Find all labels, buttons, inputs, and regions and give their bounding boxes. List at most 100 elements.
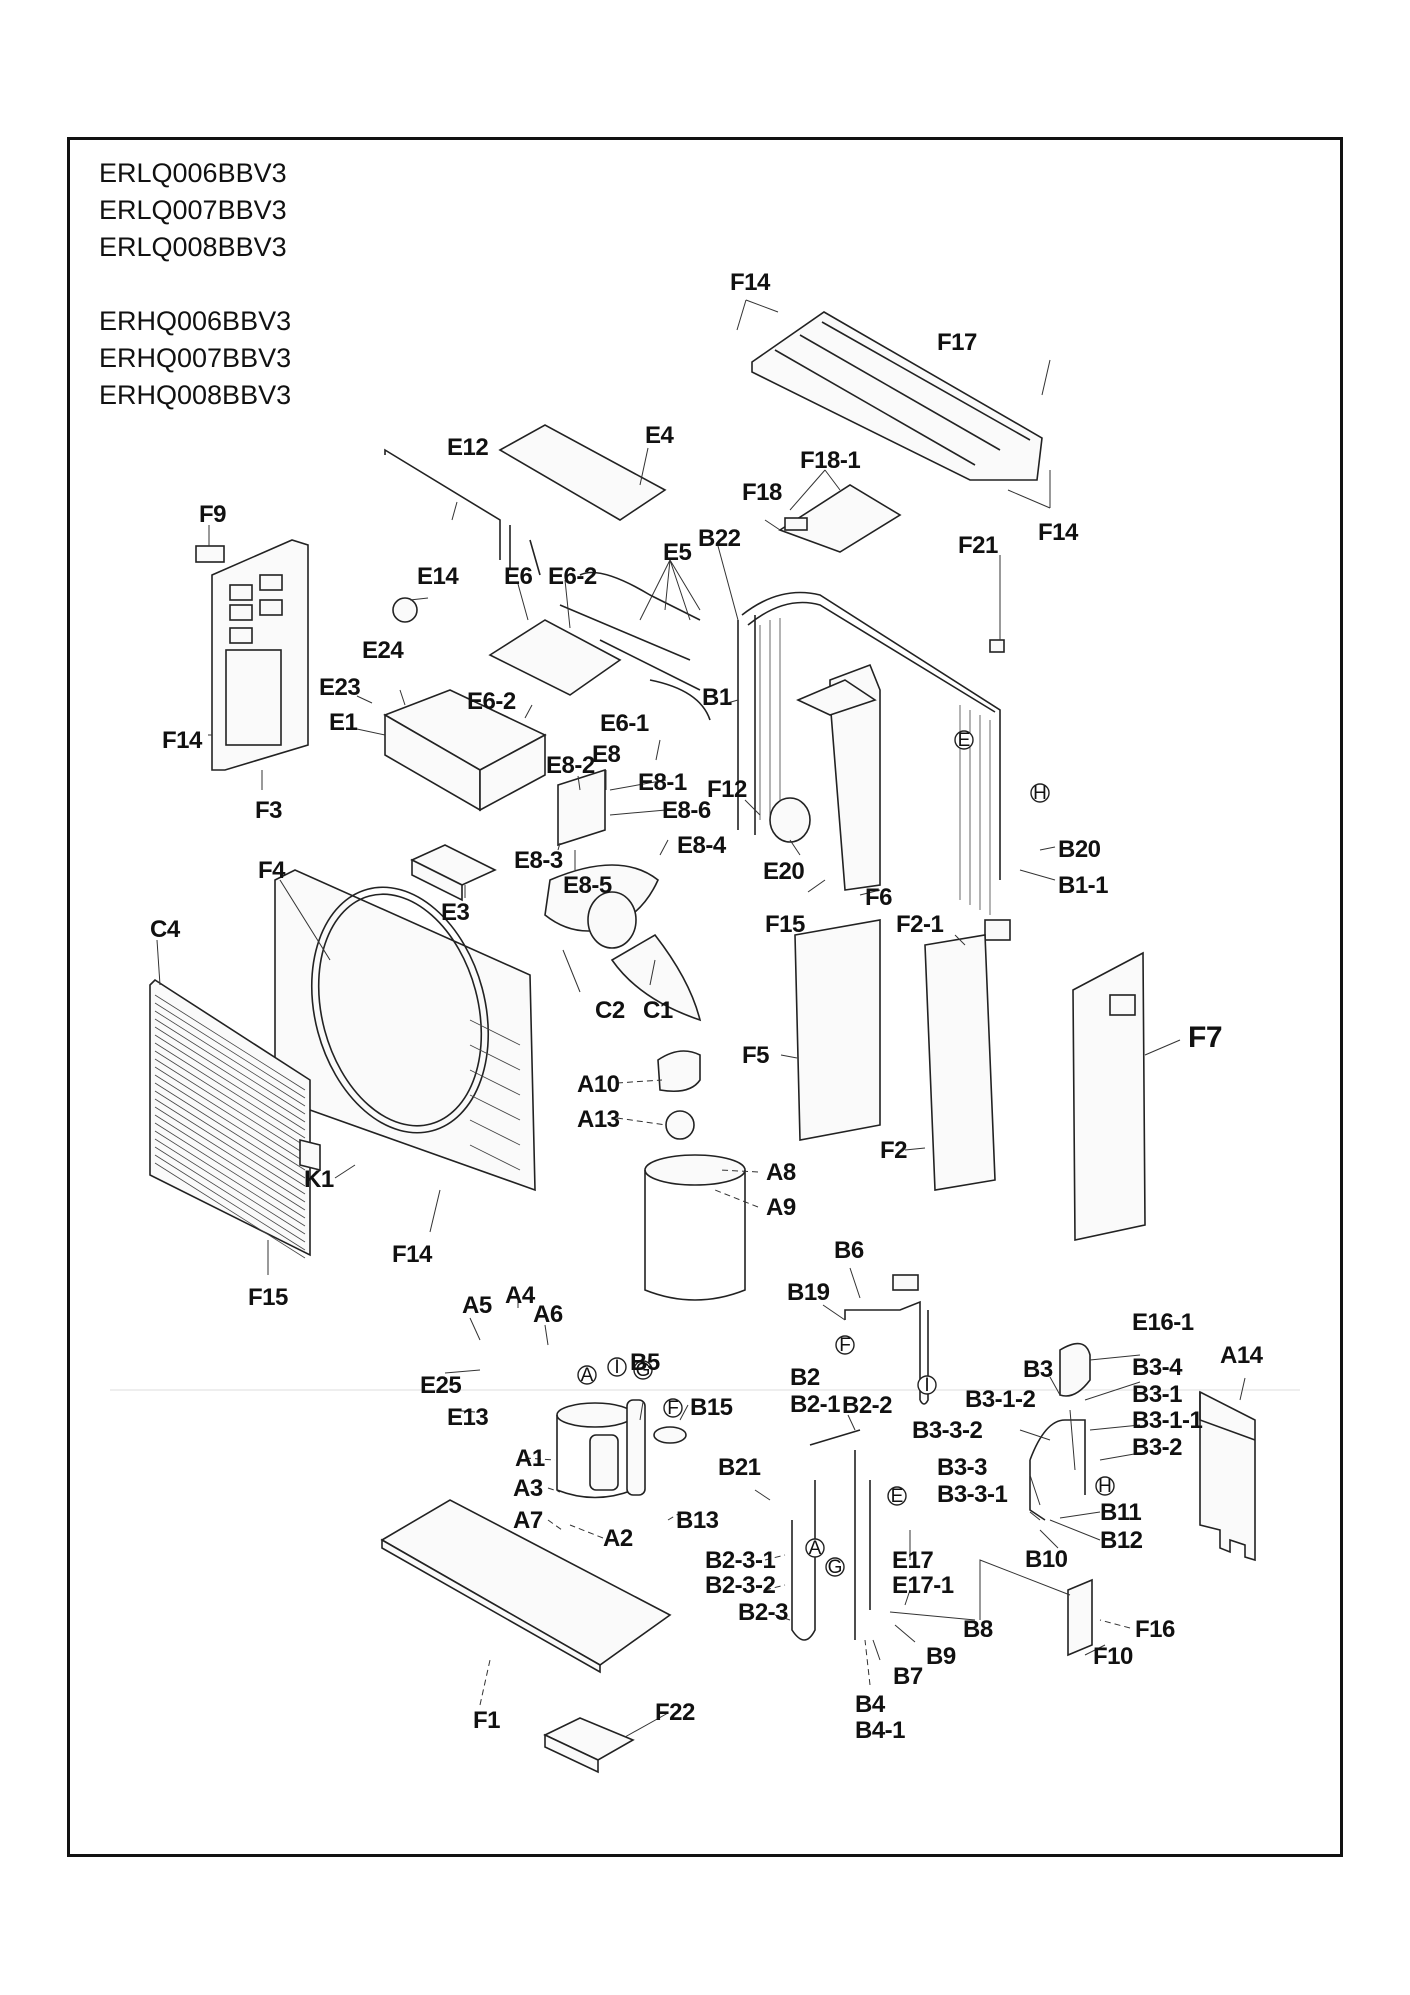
label-B3-3-2: B3-3-2 xyxy=(912,1417,983,1444)
label-B3: B3 xyxy=(1023,1356,1053,1383)
label-E25: E25 xyxy=(420,1372,461,1399)
label-B3-1-1: B3-1-1 xyxy=(1132,1407,1203,1434)
grille-slat xyxy=(154,1026,306,1123)
label-F2: F2 xyxy=(880,1137,907,1164)
svg-text:F: F xyxy=(667,1398,679,1419)
label-B4-1: B4-1 xyxy=(855,1717,905,1744)
label-B5: B5 xyxy=(630,1349,660,1376)
part-F10-plate xyxy=(1067,1578,1093,1657)
part-E5-harness xyxy=(559,571,711,721)
label-E6: E6 xyxy=(504,563,533,590)
grille-slat xyxy=(154,1122,306,1219)
svg-text:G: G xyxy=(828,1557,843,1578)
label-B19: B19 xyxy=(787,1279,830,1306)
label-F17: F17 xyxy=(937,329,977,356)
grille-slat xyxy=(154,1082,306,1179)
label-E1: E1 xyxy=(329,709,358,736)
part-E4-cover xyxy=(498,424,667,521)
label-A14: A14 xyxy=(1220,1342,1264,1369)
marker-A-mid: A xyxy=(805,1538,825,1559)
part-E1-switch-box xyxy=(383,689,547,812)
label-B2-3-1: B2-3-1 xyxy=(705,1547,776,1574)
grille-slat xyxy=(154,1074,306,1171)
svg-text:E: E xyxy=(958,730,971,751)
label-E4: E4 xyxy=(645,422,675,449)
label-B3-4: B3-4 xyxy=(1132,1354,1183,1381)
label-E17: E17 xyxy=(892,1547,933,1574)
label-B8: B8 xyxy=(963,1616,993,1643)
label-E8-6: E8-6 xyxy=(662,797,711,824)
marker-E-top: E xyxy=(954,730,974,751)
leader-lines xyxy=(156,299,1246,1738)
label-F14: F14 xyxy=(392,1241,433,1268)
label-B3-2: B3-2 xyxy=(1132,1434,1182,1461)
marker-F-comp: F xyxy=(663,1398,683,1419)
label-E8-1: E8-1 xyxy=(638,769,687,796)
part-B2-piping xyxy=(791,1429,871,1641)
label-E3: E3 xyxy=(441,899,470,926)
label-B9: B9 xyxy=(926,1643,956,1670)
part-A10 xyxy=(657,1050,701,1093)
grille-slat xyxy=(154,1018,306,1115)
label-B3-1-2: B3-1-2 xyxy=(965,1386,1036,1413)
label-B2: B2 xyxy=(790,1364,820,1391)
label-F16: F16 xyxy=(1135,1616,1175,1643)
label-B2-3-2: B2-3-2 xyxy=(705,1572,776,1599)
label-A5: A5 xyxy=(462,1292,492,1319)
label-F14: F14 xyxy=(1038,519,1079,546)
label-E6-2: E6-2 xyxy=(467,688,516,715)
grille-slat xyxy=(154,1042,306,1139)
label-E20: E20 xyxy=(763,858,804,885)
label-B1: B1 xyxy=(702,684,732,711)
part-B3-4 xyxy=(1059,1342,1091,1397)
label-E6-1: E6-1 xyxy=(600,710,649,737)
label-F4: F4 xyxy=(258,857,286,884)
label-E14: E14 xyxy=(417,563,459,590)
part-B19-pipe xyxy=(844,1300,929,1405)
grille-slat xyxy=(154,1146,306,1243)
label-K1: K1 xyxy=(304,1166,334,1193)
part-A1-compressor xyxy=(556,1402,634,1499)
model-number: ERHQ006BBV3 xyxy=(99,306,292,336)
label-A6: A6 xyxy=(533,1301,563,1328)
grille-slat xyxy=(154,1050,306,1147)
label-E8-5: E8-5 xyxy=(563,872,612,899)
part-F3-panel xyxy=(211,539,309,771)
model-number: ERLQ008BBV3 xyxy=(99,232,287,262)
svg-text:I: I xyxy=(614,1357,619,1378)
marker-F-b19: F xyxy=(835,1335,855,1356)
label-F9: F9 xyxy=(199,501,226,528)
label-F2-1: F2-1 xyxy=(896,911,944,938)
label-F14: F14 xyxy=(730,269,771,296)
part-F1-base xyxy=(380,1499,672,1674)
part-B15 xyxy=(653,1426,687,1444)
label-E24: E24 xyxy=(362,637,404,664)
label-F21: F21 xyxy=(958,532,998,559)
part-C1-fan xyxy=(544,864,702,1022)
marker-E-mid: E xyxy=(887,1486,907,1507)
label-F14: F14 xyxy=(162,727,203,754)
grille-slat xyxy=(154,1138,306,1235)
label-B2-2: B2-2 xyxy=(842,1392,892,1419)
grille-slat xyxy=(154,1154,306,1251)
part-C4-grille xyxy=(149,978,311,1259)
label-F12: F12 xyxy=(707,776,747,803)
grille-slat xyxy=(154,1106,306,1203)
label-E5: E5 xyxy=(663,539,692,566)
grille-slat xyxy=(154,1058,306,1155)
label-E8-3: E8-3 xyxy=(514,847,563,874)
connection-markers: E H F I A I G F E A G H xyxy=(577,730,1115,1578)
label-F22: F22 xyxy=(655,1699,695,1726)
label-A3: A3 xyxy=(513,1475,543,1502)
grille-slat xyxy=(154,1002,306,1099)
svg-text:F: F xyxy=(839,1335,851,1356)
label-B1-1: B1-1 xyxy=(1058,872,1108,899)
part-F9 xyxy=(195,545,225,563)
part-F21 xyxy=(989,639,1005,653)
label-A13: A13 xyxy=(577,1106,620,1133)
label-B4: B4 xyxy=(855,1691,886,1718)
grille-slat xyxy=(154,1130,306,1227)
part-K1 xyxy=(299,1138,321,1172)
label-B11: B11 xyxy=(1100,1499,1141,1526)
